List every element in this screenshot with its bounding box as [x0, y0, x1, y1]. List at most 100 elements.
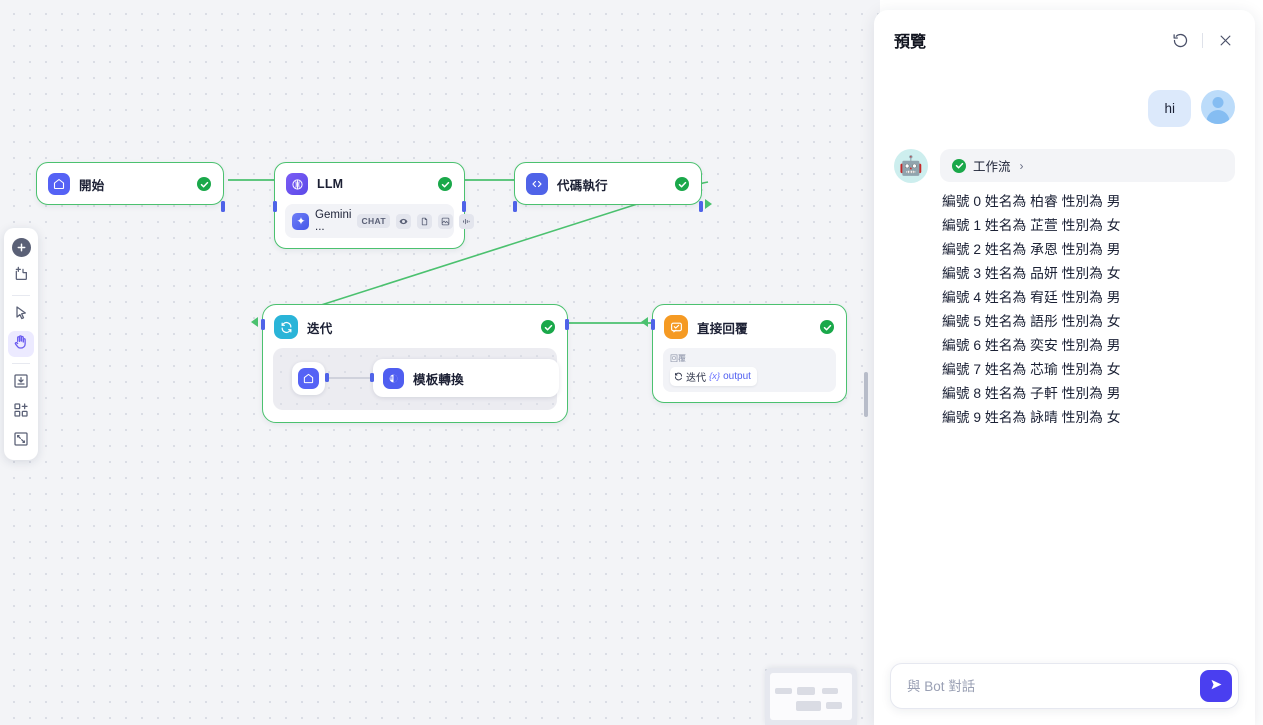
minimap-node	[775, 688, 792, 694]
bot-message-line: 編號 8 姓名為 子軒 性別為 男	[942, 386, 1121, 401]
iteration-subflow-canvas[interactable]: 模板轉換	[273, 348, 559, 410]
bot-message-line: 編號 0 姓名為 柏睿 性別為 男	[942, 194, 1121, 209]
port-code-input[interactable]	[513, 201, 517, 212]
eye-icon	[396, 213, 412, 229]
status-badge-success	[541, 320, 555, 334]
bot-message-line: 編號 6 姓名為 奕安 性別為 男	[942, 338, 1121, 353]
sticky-note-plus-icon	[13, 266, 29, 287]
preview-panel: 預覽 hi 🤖	[874, 10, 1255, 725]
loop-icon	[274, 315, 298, 339]
port-iteration-output[interactable]	[565, 319, 569, 330]
workflow-canvas[interactable]: 開始 LLM Gemini ...	[0, 0, 880, 725]
bot-message-line: 編號 9 姓名為 詠晴 性別為 女	[942, 410, 1121, 425]
minimap-node	[797, 687, 815, 695]
variable-source: 迭代	[686, 373, 706, 384]
reply-field[interactable]: 回覆 迭代 {x} output	[663, 348, 836, 392]
fit-view-button[interactable]	[8, 428, 34, 454]
template-icon	[383, 367, 404, 389]
reply-icon	[664, 315, 688, 339]
node-iteration-start[interactable]	[292, 362, 329, 395]
chat-composer[interactable]	[890, 663, 1239, 709]
port-llm-output[interactable]	[462, 201, 466, 212]
avatar-head-shape	[1212, 97, 1224, 108]
bot-message-line: 編號 7 姓名為 芯瑜 性別為 女	[942, 362, 1121, 377]
bot-message-lines: 編號 0 姓名為 柏睿 性別為 男編號 1 姓名為 芷萱 性別為 女編號 2 姓…	[940, 188, 1235, 430]
node-template-transform[interactable]: 模板轉換	[370, 359, 559, 397]
apps-button[interactable]	[8, 399, 34, 425]
node-direct-reply[interactable]: 直接回覆 回覆 迭代 {x} output	[641, 304, 847, 403]
avatar-body-shape	[1206, 110, 1230, 124]
status-badge-success	[820, 320, 834, 334]
chat-scrollbar[interactable]	[864, 372, 868, 417]
preview-panel-actions	[1168, 28, 1237, 52]
port-llm-input[interactable]	[273, 201, 277, 212]
workflow-status-chip[interactable]: 工作流 ›	[940, 149, 1235, 182]
home-icon	[48, 173, 70, 195]
action-divider	[1202, 32, 1203, 48]
minimap-node	[822, 688, 838, 694]
port-template-input[interactable]	[370, 373, 374, 382]
node-iteration[interactable]: 迭代 模板轉換	[251, 304, 569, 423]
node-llm[interactable]: LLM Gemini ... CHAT	[273, 162, 475, 249]
bot-avatar: 🤖	[894, 149, 928, 183]
node-code-title: 代碼執行	[557, 178, 608, 193]
node-reply-header: 直接回覆	[653, 305, 846, 348]
select-tool-button[interactable]	[8, 302, 34, 328]
add-note-button[interactable]	[8, 263, 34, 289]
minimap-node	[826, 702, 842, 709]
plus-circle-icon	[11, 237, 31, 257]
port-start-output[interactable]	[221, 201, 225, 212]
home-icon	[298, 368, 319, 389]
close-panel-button[interactable]	[1213, 28, 1237, 52]
user-message-text: hi	[1148, 90, 1191, 127]
port-iteration-start-output[interactable]	[325, 373, 329, 382]
gemini-icon	[292, 212, 309, 230]
variable-chip[interactable]: 迭代 {x} output	[670, 367, 757, 386]
import-button[interactable]	[8, 370, 34, 396]
llm-model-name: Gemini ...	[315, 209, 352, 233]
bot-message-content: 工作流 › 編號 0 姓名為 柏睿 性別為 男編號 1 姓名為 芷萱 性別為 女…	[940, 149, 1235, 430]
grid-plus-icon	[13, 402, 29, 423]
page-title: 預覽	[894, 34, 927, 51]
add-node-button[interactable]	[8, 234, 34, 260]
node-start-header: 開始	[37, 163, 223, 204]
pan-tool-button[interactable]	[8, 331, 34, 357]
chat-message-list[interactable]: hi 🤖 工作流 › 編號 0 姓名為 柏睿 性別為 男編號	[874, 70, 1255, 663]
edge-arrow-in	[251, 317, 258, 327]
port-code-output[interactable]	[699, 201, 703, 212]
canvas-minimap[interactable]	[765, 668, 857, 725]
canvas-toolbar	[4, 228, 38, 460]
chat-input[interactable]	[907, 678, 1200, 694]
fit-screen-icon	[13, 431, 29, 452]
audio-wave-icon	[459, 213, 475, 229]
edge-arrow-in	[641, 317, 648, 327]
node-template-title: 模板轉換	[413, 372, 464, 387]
import-box-icon	[13, 373, 29, 394]
node-start[interactable]: 開始	[36, 162, 225, 212]
reset-conversation-button[interactable]	[1168, 28, 1192, 52]
image-icon	[438, 213, 454, 229]
code-icon	[526, 173, 548, 195]
chat-composer-area	[874, 663, 1255, 725]
bot-message-line: 編號 1 姓名為 芷萱 性別為 女	[942, 218, 1121, 233]
node-code-execution[interactable]: 代碼執行	[513, 162, 712, 212]
node-iteration-header: 迭代	[263, 305, 567, 348]
minimap-viewport	[770, 673, 852, 720]
status-badge-success	[675, 177, 689, 191]
status-badge-success	[438, 177, 452, 191]
port-iteration-input[interactable]	[261, 319, 265, 330]
chevron-right-icon: ›	[1019, 158, 1024, 173]
node-code-header: 代碼執行	[515, 163, 701, 204]
send-button[interactable]	[1200, 670, 1232, 702]
workflow-chip-label: 工作流	[973, 160, 1011, 174]
llm-model-row[interactable]: Gemini ... CHAT	[285, 204, 475, 238]
bot-message-line: 編號 4 姓名為 宥廷 性別為 男	[942, 290, 1121, 305]
bot-message-line: 編號 2 姓名為 承恩 性別為 男	[942, 242, 1121, 257]
node-iteration-title: 迭代	[307, 321, 333, 336]
variable-prefix: {x}	[709, 371, 721, 382]
edge-arrow-out	[705, 199, 712, 209]
node-llm-title: LLM	[317, 177, 344, 191]
port-reply-input[interactable]	[651, 319, 655, 330]
user-avatar	[1201, 90, 1235, 124]
